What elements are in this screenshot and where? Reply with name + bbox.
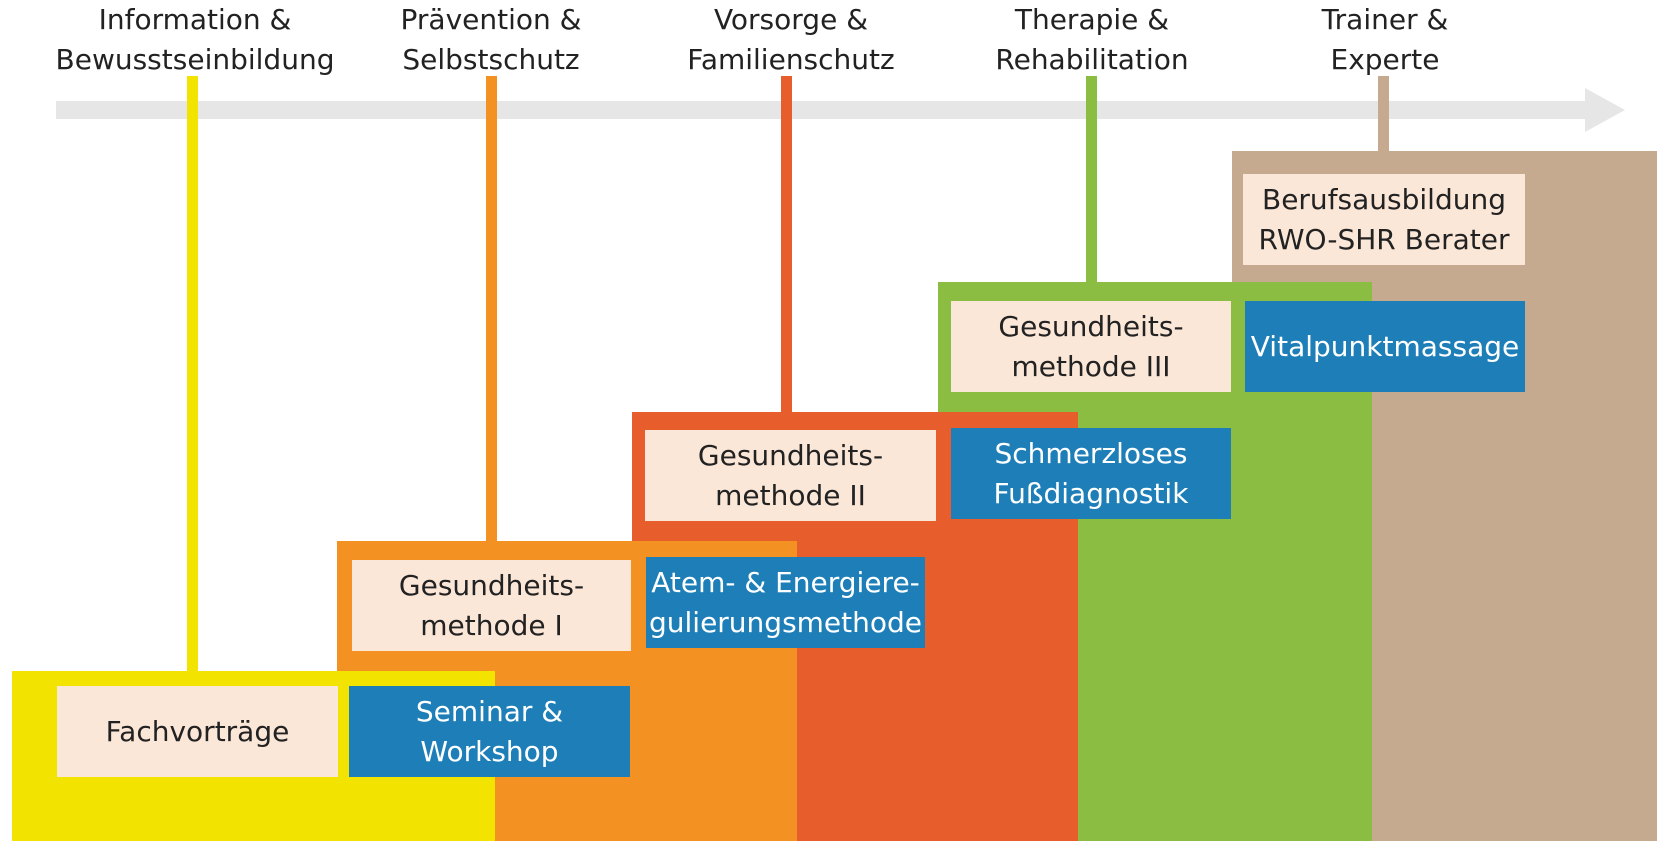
stage-label-information: Information & Bewusstseinbildung bbox=[55, 3, 335, 76]
box-atem-energieregulierung: Atem- & Energiere- gulierungsmethode bbox=[646, 557, 925, 648]
connector-vorsorge bbox=[781, 76, 792, 413]
stage-label-vorsorge: Vorsorge & Familienschutz bbox=[687, 3, 895, 76]
stage-label-praevention: Prävention & Selbstschutz bbox=[400, 3, 582, 76]
box-berufsausbildung: Berufsausbildung RWO-SHR Berater bbox=[1243, 174, 1525, 265]
connector-praevention bbox=[486, 76, 497, 542]
box-gesundheitsmethode-3: Gesundheits- methode III bbox=[951, 301, 1231, 392]
box-seminar-workshop: Seminar & Workshop bbox=[349, 686, 630, 777]
box-gesundheitsmethode-1: Gesundheits- methode I bbox=[352, 560, 631, 651]
box-gesundheitsmethode-2: Gesundheits- methode II bbox=[645, 430, 936, 521]
connector-trainer bbox=[1378, 76, 1389, 152]
box-vitalpunktmassage: Vitalpunktmassage bbox=[1245, 301, 1525, 392]
timeline-arrow-icon bbox=[1585, 88, 1625, 132]
box-fachvortraege: Fachvorträge bbox=[57, 686, 338, 777]
box-fussdiagnostik: Schmerzloses Fußdiagnostik bbox=[951, 428, 1231, 519]
stage-label-trainer: Trainer & Experte bbox=[1321, 3, 1449, 76]
connector-information bbox=[187, 76, 198, 686]
stage-label-therapie: Therapie & Rehabilitation bbox=[995, 3, 1189, 76]
connector-therapie bbox=[1086, 76, 1097, 283]
timeline-bar bbox=[56, 101, 1586, 119]
